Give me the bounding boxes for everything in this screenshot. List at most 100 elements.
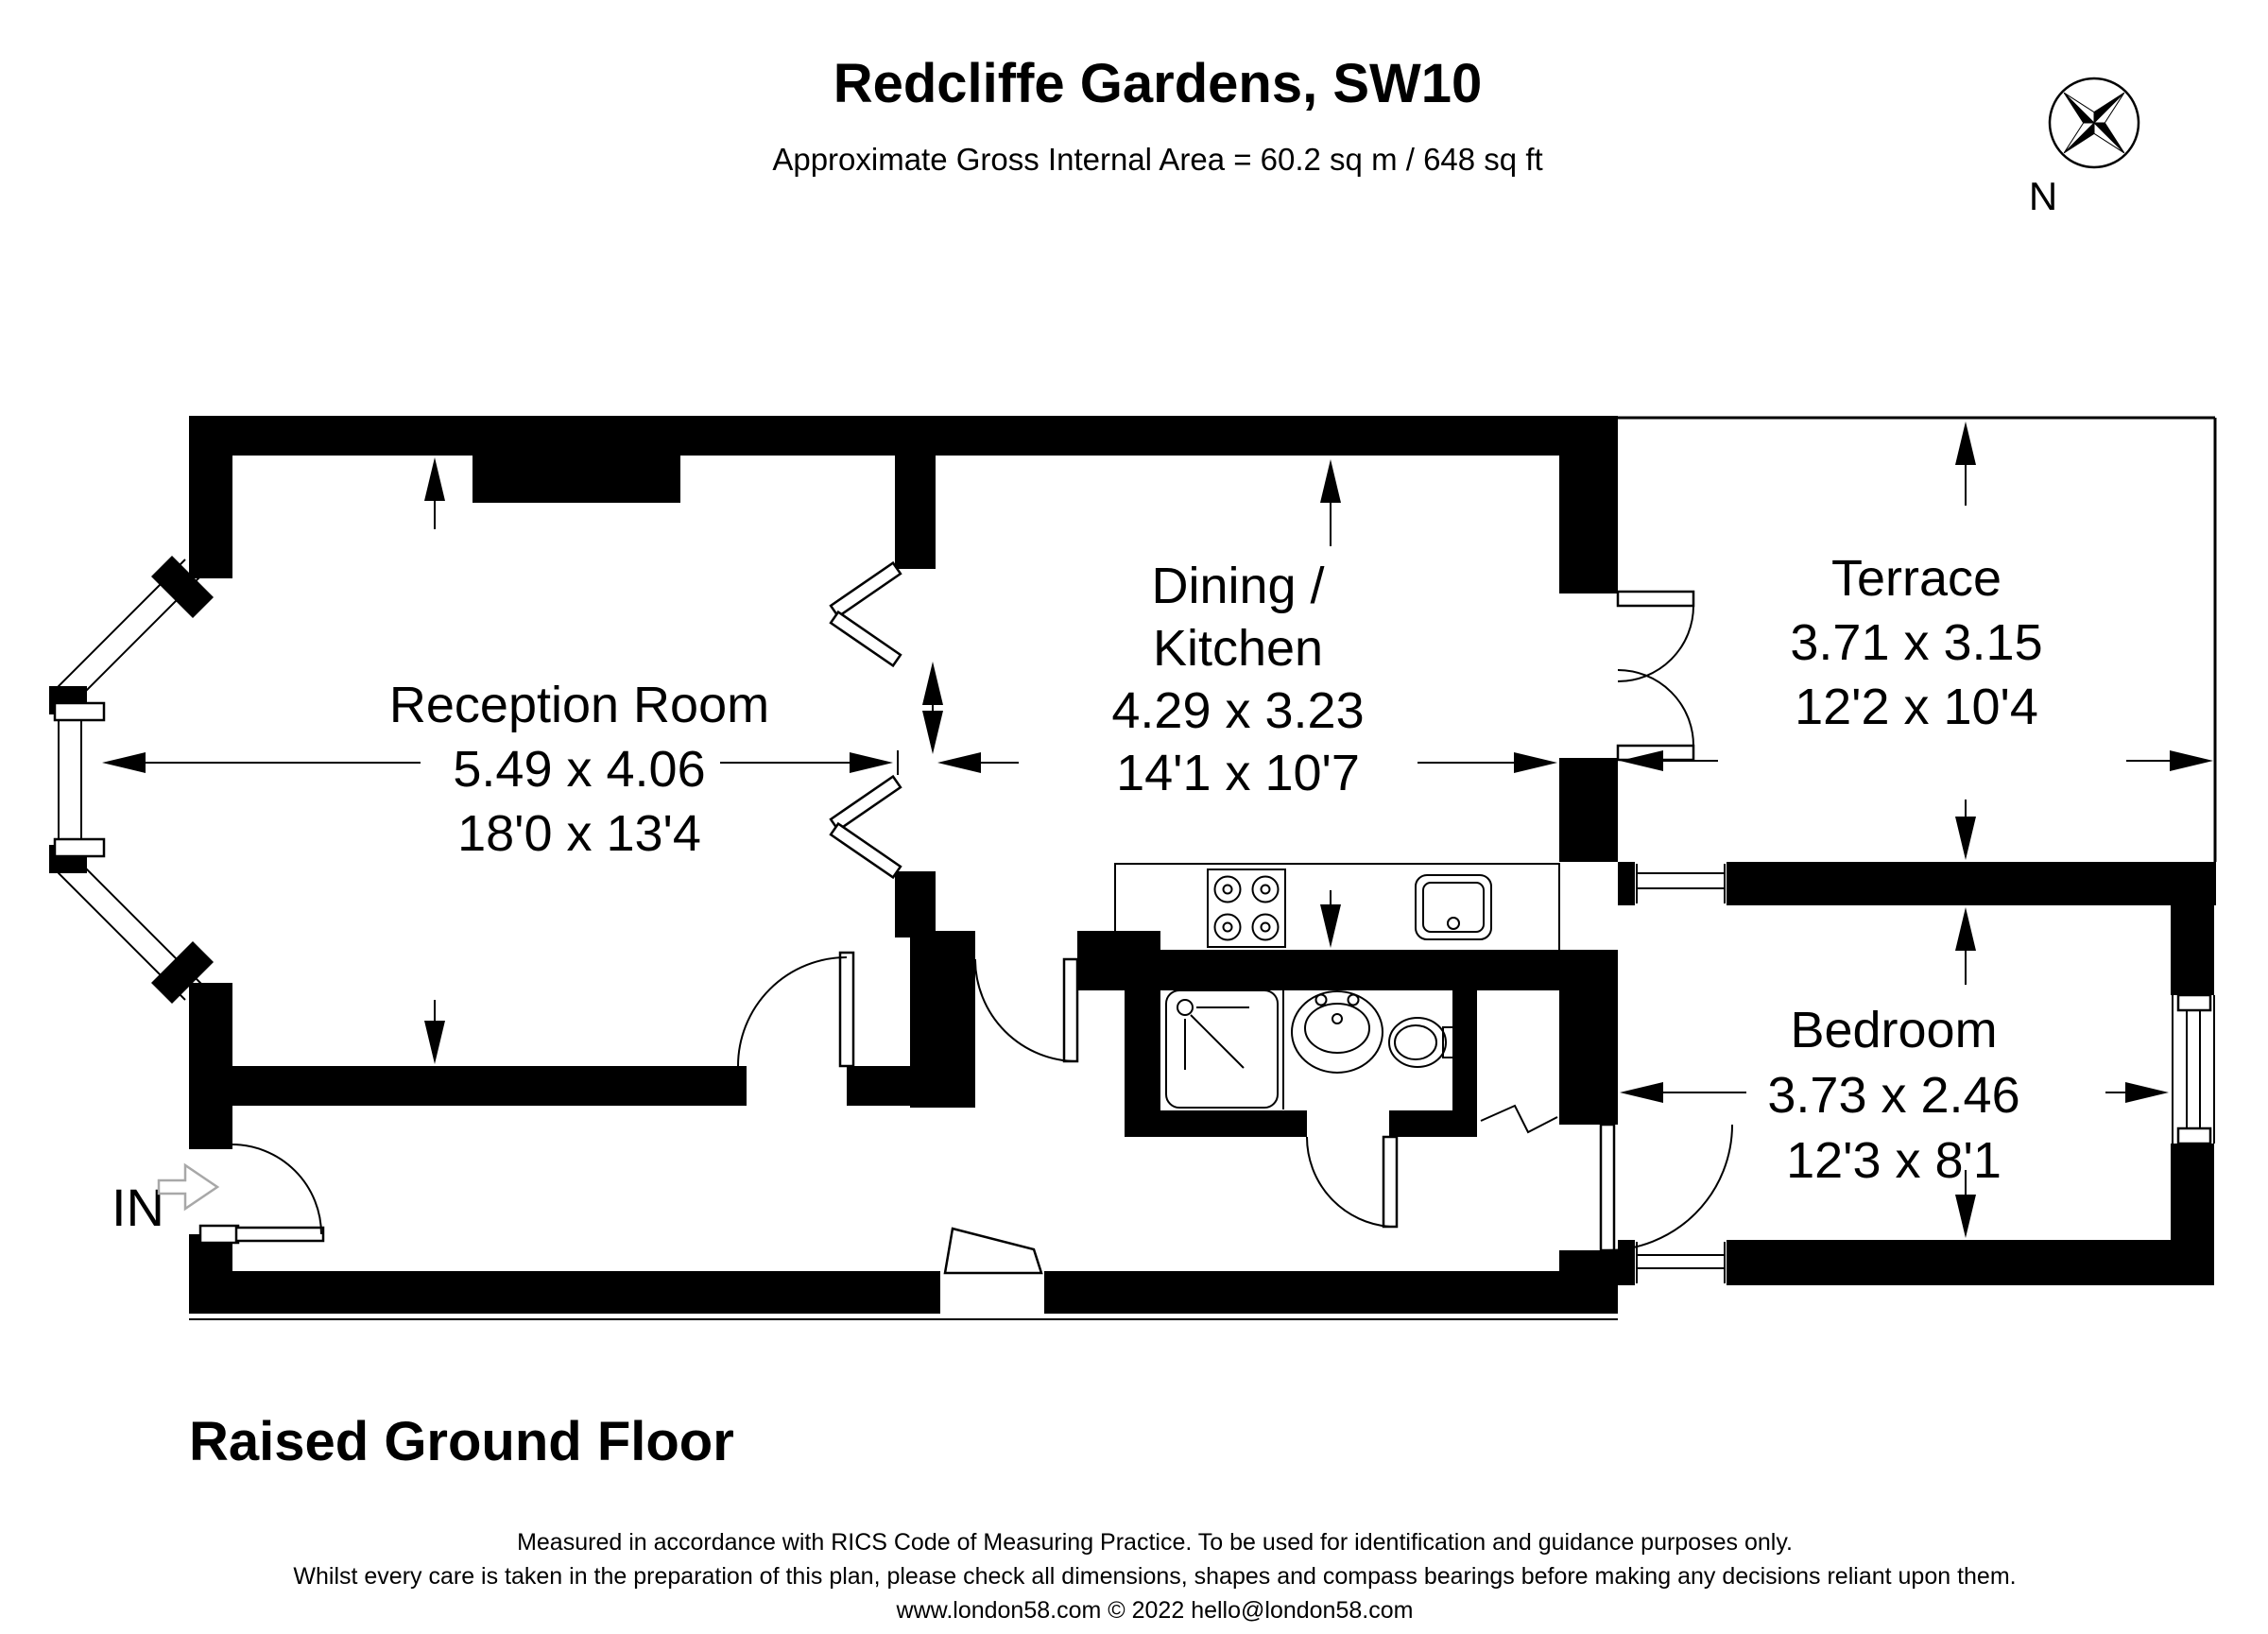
bifold-door-leaf (829, 610, 902, 668)
arrowhead-up (1955, 907, 1976, 951)
hob-burner-dot (1260, 921, 1271, 933)
hob-burner-dot (1222, 884, 1233, 895)
dining-kitchen-metric: 4.29 x 3.23 (1111, 682, 1364, 739)
basin-icon (1291, 990, 1383, 1074)
sink-drain (1447, 917, 1460, 930)
wall-segment (1618, 862, 1635, 905)
arrowhead-up (922, 662, 943, 705)
arrowhead-down (922, 711, 943, 754)
sink-icon (1415, 874, 1492, 940)
reception-door-leaf (838, 951, 855, 1068)
reception-metric: 5.49 x 4.06 (453, 741, 705, 798)
bay-inner-line (80, 575, 202, 985)
bifold-door-leaf (829, 821, 902, 880)
arrowhead-left (102, 752, 146, 773)
wall-segment (1389, 1110, 1477, 1137)
door-arc (1606, 1124, 1733, 1251)
room-labels: Reception Room 5.49 x 4.06 18'0 x 13'4 D… (389, 550, 2043, 1189)
footer: Measured in accordance with RICS Code of… (293, 1529, 2016, 1624)
arrowhead-right (850, 752, 893, 773)
terrace-name: Terrace (1831, 550, 2002, 607)
hob-burner (1251, 913, 1280, 941)
arrowhead-right (2125, 1082, 2169, 1103)
wall-segment-chimney (472, 456, 680, 503)
windows (1636, 864, 2215, 1283)
door-arc (1617, 669, 1694, 747)
compass-point (2093, 121, 2125, 154)
north-arrow-icon (2063, 92, 2125, 154)
arrowhead-left (937, 752, 981, 773)
terrace-railing (1618, 416, 2217, 862)
bifold-door-leaf (829, 560, 902, 619)
arrowhead-down (1955, 1195, 1976, 1238)
window-sill (53, 837, 106, 858)
kitchen-fixtures (1114, 863, 1560, 954)
bedroom-door-leaf (1599, 1123, 1616, 1252)
reception-name: Reception Room (389, 677, 769, 733)
hob-icon (1207, 869, 1286, 948)
arrowhead-down (424, 1021, 445, 1064)
bathroom-fixtures (1165, 989, 1459, 1109)
sink-bowl (1422, 882, 1485, 933)
compass-north-label: N (2029, 174, 2057, 218)
door-arc (1617, 605, 1694, 682)
terrace-door-leaf (1616, 590, 1695, 608)
arrowhead-up (1320, 459, 1341, 503)
wall-segment (189, 983, 232, 1149)
entrance-door-leaf (234, 1226, 325, 1243)
basin-tap (1314, 993, 1328, 1006)
arrowhead-right (1514, 752, 1557, 773)
dining-kitchen-name-1: Dining / (1151, 558, 1324, 614)
wall-segment (1559, 758, 1618, 862)
wall-segment (1077, 950, 1618, 990)
arrowhead-left (1620, 750, 1663, 771)
arrowhead-down (1320, 904, 1341, 948)
hob-burner (1251, 875, 1280, 903)
shower-head (1177, 999, 1194, 1016)
wall-segment (1727, 862, 2216, 905)
toilet-icon (1388, 1017, 1447, 1068)
wall-segment (895, 456, 936, 569)
page-subtitle: Approximate Gross Internal Area = 60.2 s… (772, 142, 1542, 177)
door-arc (737, 956, 848, 1067)
bifold-door-leaf (829, 774, 902, 833)
door-threshold (198, 1224, 240, 1245)
arrowhead-right (2170, 750, 2213, 771)
door-arc (1305, 1136, 1391, 1228)
wall-segment (1125, 1110, 1307, 1137)
terrace-metric: 3.71 x 3.15 (1790, 614, 2042, 671)
wall-segment (1559, 1250, 1618, 1314)
wall-segment (1727, 1240, 2214, 1285)
footer-line-2: Whilst every care is taken in the prepar… (293, 1563, 2016, 1590)
dimension-arrows (102, 421, 2213, 1238)
hob-burner (1213, 875, 1242, 903)
door-arc (231, 1144, 322, 1235)
doors (198, 560, 1733, 1275)
reception-imperial: 18'0 x 13'4 (457, 805, 701, 862)
bay-corner-block (151, 556, 214, 618)
window-sill (53, 701, 106, 722)
header: Redcliffe Gardens, SW10 Approximate Gros… (772, 53, 1542, 177)
wall-segment (1559, 416, 1618, 593)
arrowhead-left (1620, 1082, 1663, 1103)
wall-segment (895, 871, 936, 937)
wall-segment (189, 416, 232, 578)
bedroom-metric: 3.73 x 2.46 (1767, 1067, 2019, 1124)
entrance-arrow-icon (157, 1162, 220, 1212)
footer-line-3: www.london58.com © 2022 hello@london58.c… (896, 1597, 1414, 1624)
bay-outer-line (58, 559, 186, 1001)
opening-break-line (1480, 1104, 1558, 1134)
compass-icon: N (2029, 77, 2140, 218)
bay-corner-block (151, 941, 214, 1004)
entrance-label: IN (112, 1178, 164, 1237)
hob-burner-dot (1260, 884, 1271, 895)
window-sill (2176, 993, 2212, 1012)
dining-kitchen-name-2: Kitchen (1153, 620, 1323, 677)
shower-icon (1165, 989, 1279, 1109)
terrace-imperial: 12'2 x 10'4 (1795, 679, 2038, 735)
wall-segment (189, 1271, 940, 1314)
kitchen-counter (1114, 863, 1560, 954)
toilet-cistern (1442, 1026, 1459, 1058)
wall-segment (227, 1066, 747, 1106)
